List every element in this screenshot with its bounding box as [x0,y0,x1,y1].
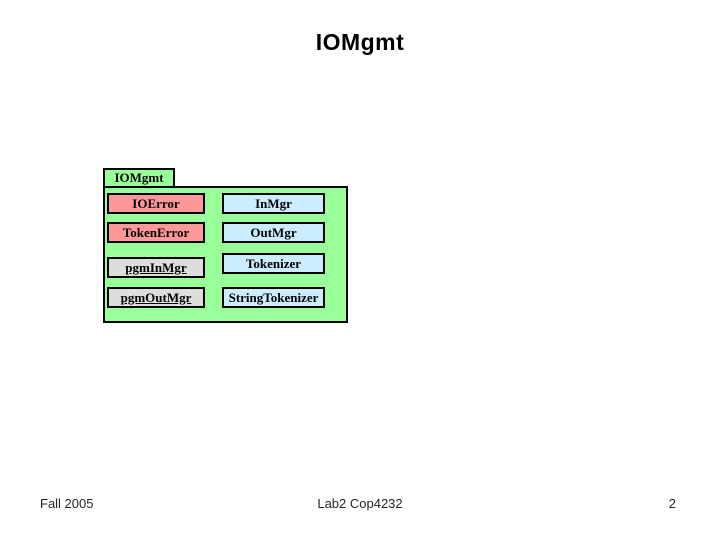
class-box-tokenizer: Tokenizer [222,253,325,274]
class-box-outmgr: OutMgr [222,222,325,243]
class-box-tokenerror: TokenError [107,222,205,243]
footer-title: Lab2 Cop4232 [317,496,403,511]
footer-date: Fall 2005 [40,496,94,511]
footer-page-number: 2 [668,496,676,511]
class-box-inmgr: InMgr [222,193,325,214]
class-box-ioerror: IOError [107,193,205,214]
class-box-stringtokenizer: StringTokenizer [222,287,325,308]
package-tab: IOMgmt [103,168,175,186]
slide-title: IOMgmt [315,29,405,55]
class-box-pgmoutmgr: pgmOutMgr [107,287,205,308]
class-box-pgminmgr: pgmInMgr [107,257,205,278]
